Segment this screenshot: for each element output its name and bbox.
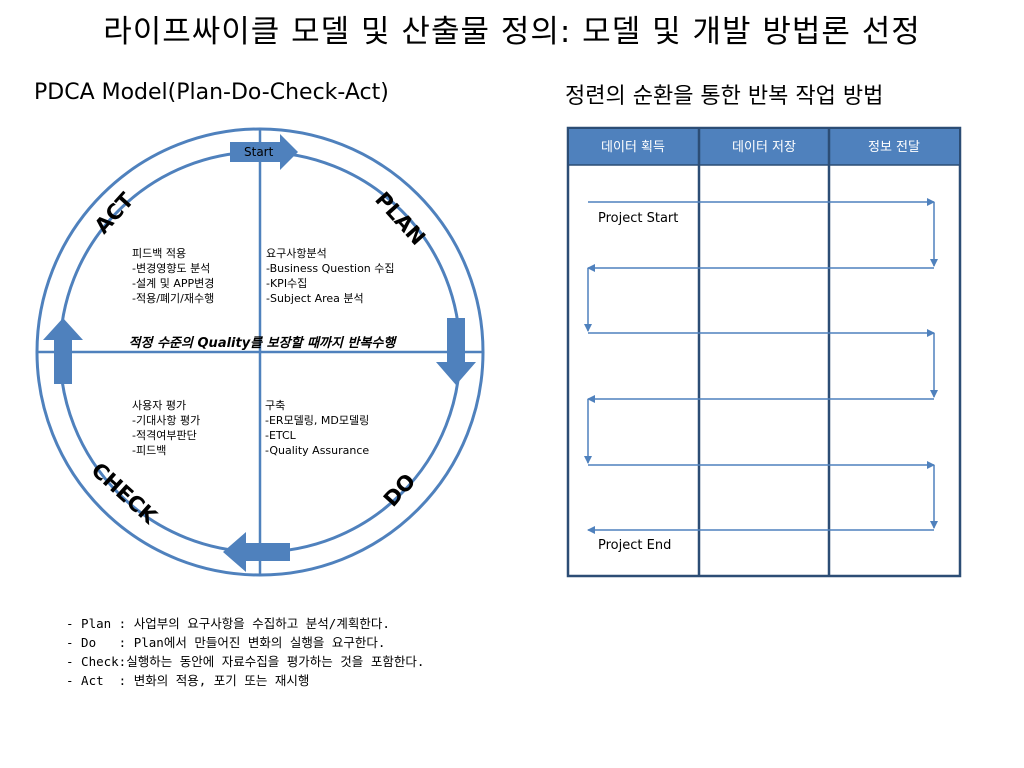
plan-item: -Business Question 수집 (266, 262, 395, 275)
act-item: -적용/폐기/재수행 (132, 292, 214, 305)
do-item: 구축 (265, 399, 285, 412)
iteration-diagram: 데이터 획득 데이터 저장 정보 전달 Project Start Projec… (566, 126, 962, 578)
check-label: CHECK (87, 458, 162, 529)
act-item: -변경영향도 분석 (132, 262, 210, 275)
act-item: -설계 및 APP변경 (132, 277, 214, 290)
column-header: 정보 전달 (868, 140, 920, 155)
check-items: 사용자 평가 -기대사항 평가 -적격여부판단 -피드백 (132, 399, 200, 457)
center-caption: 적정 수준의 Quality를 보장할 때까지 반복수행 (129, 335, 398, 351)
grid-header (569, 129, 959, 165)
check-item: -피드백 (132, 444, 166, 457)
check-item: -적격여부판단 (132, 429, 197, 442)
pdca-heading: PDCA Model(Plan-Do-Check-Act) (34, 80, 389, 105)
plan-item: -Subject Area 분석 (266, 292, 364, 305)
column-header: 데이터 획득 (601, 140, 665, 155)
up-arrow-icon (43, 318, 83, 384)
pdca-cycle-diagram: Start ACT PLAN CHECK DO 피드백 적용 -변경영향도 분석… (35, 127, 485, 577)
left-arrow-icon (223, 532, 290, 572)
note-line: - Do : Plan에서 만들어진 변화의 실행을 요구한다. (66, 635, 386, 650)
down-arrow-icon (436, 318, 476, 385)
iteration-heading: 정련의 순환을 통한 반복 작업 방법 (565, 84, 884, 109)
do-item: -ETCL (265, 429, 297, 442)
project-end-label: Project End (598, 538, 671, 553)
column-header: 데이터 저장 (732, 140, 796, 155)
project-start-label: Project Start (598, 211, 678, 226)
plan-item: 요구사항분석 (266, 247, 327, 260)
note-line: - Act : 변화의 적용, 포기 또는 재시행 (66, 673, 310, 688)
do-item: -Quality Assurance (265, 444, 369, 457)
start-label: Start (244, 145, 274, 159)
do-label: DO (379, 469, 420, 511)
note-line: - Plan : 사업부의 요구사항을 수집하고 분석/계획한다. (66, 616, 390, 631)
slide-title: 라이프싸이클 모델 및 산출물 정의: 모델 및 개발 방법론 선정 (103, 14, 921, 50)
check-item: -기대사항 평가 (132, 414, 200, 427)
plan-item: -KPI수집 (266, 277, 307, 290)
note-line: - Check:실행하는 동안에 자료수집을 평가하는 것을 포함한다. (66, 654, 425, 669)
act-items: 피드백 적용 -변경영향도 분석 -설계 및 APP변경 -적용/폐기/재수행 (132, 247, 214, 305)
act-label: ACT (90, 188, 139, 239)
pdca-notes: - Plan : 사업부의 요구사항을 수집하고 분석/계획한다. - Do : … (66, 614, 424, 690)
grid-frame (566, 126, 962, 578)
do-item: -ER모델링, MD모델링 (265, 414, 369, 427)
act-item: 피드백 적용 (132, 247, 186, 260)
check-item: 사용자 평가 (132, 399, 186, 412)
do-items: 구축 -ER모델링, MD모델링 -ETCL -Quality Assuranc… (265, 399, 369, 457)
iteration-flow (584, 198, 938, 534)
plan-items: 요구사항분석 -Business Question 수집 -KPI수집 -Sub… (266, 247, 395, 305)
start-arrow-icon (230, 134, 298, 170)
